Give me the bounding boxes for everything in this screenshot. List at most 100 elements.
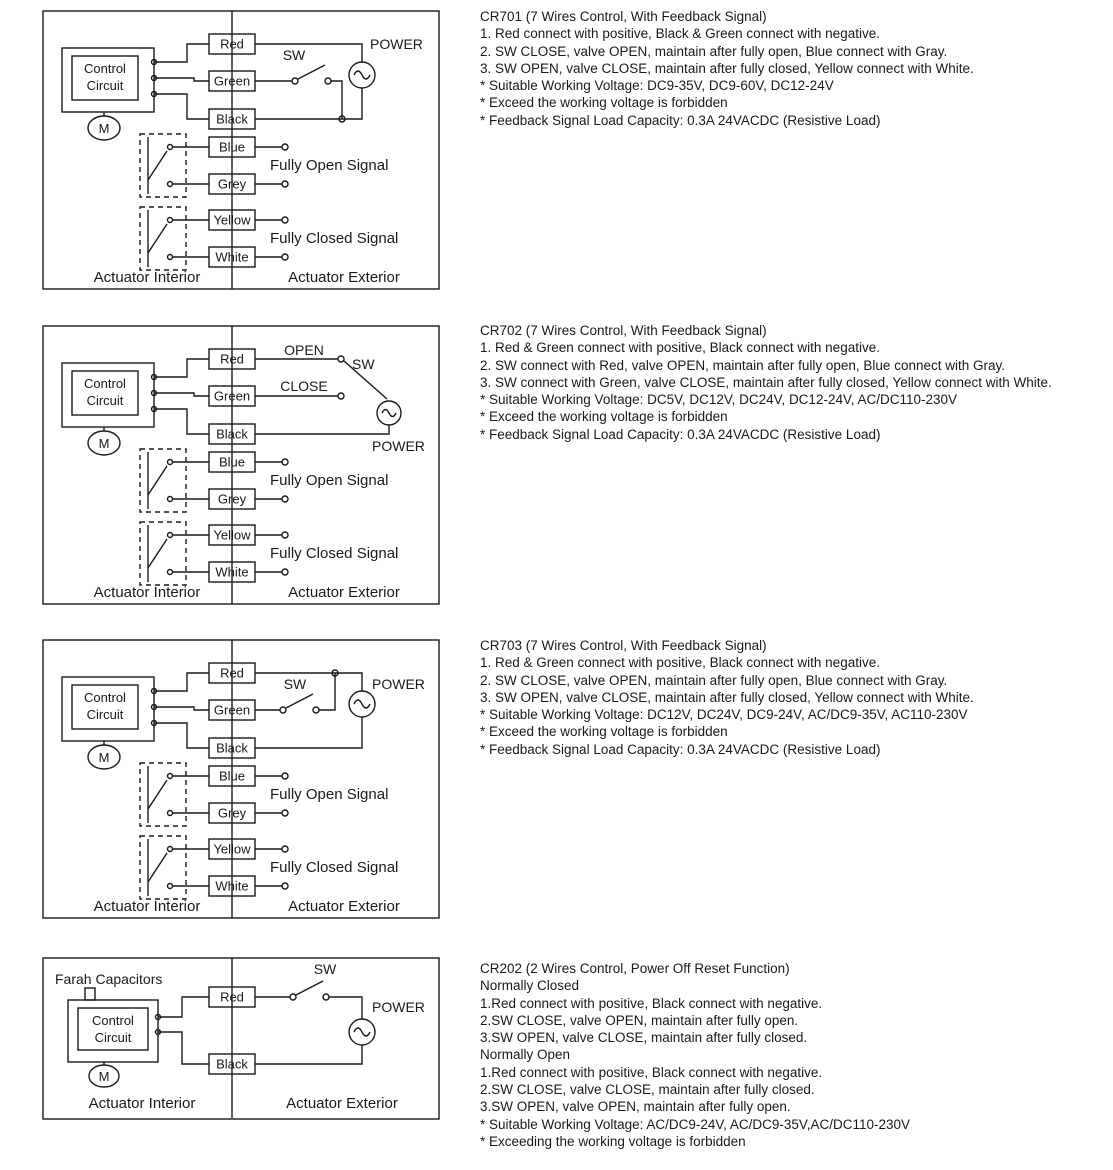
sw-label: SW	[314, 961, 337, 977]
control-label: Control	[84, 690, 126, 705]
sw-switch-symbol	[337, 355, 388, 400]
diagram-frame	[42, 325, 440, 605]
note-line: 3. SW OPEN, valve CLOSE, maintain after …	[480, 60, 974, 76]
farah-capacitors-label: Farah Capacitors	[55, 971, 162, 987]
fully-open-signal-label: Fully Open Signal	[270, 157, 388, 174]
diagram-frame	[42, 957, 440, 1120]
wire-label-white: White	[215, 565, 248, 580]
actuator-exterior-label: Actuator Exterior	[288, 898, 400, 915]
close-label: CLOSE	[280, 378, 327, 394]
fully-closed-limit-switch	[139, 835, 209, 900]
wires	[154, 669, 363, 890]
wire-label-black: Black	[216, 1057, 248, 1072]
power-source-symbol	[348, 690, 376, 718]
wire-label-boxes	[208, 986, 256, 1075]
wire-label-green: Green	[214, 74, 250, 89]
wire-label-yellow: Yellow	[213, 528, 251, 543]
wire-label-green: Green	[214, 389, 250, 404]
farah-capacitor-symbol	[84, 987, 96, 1001]
notes-cr202: CR202 (2 Wires Control, Power Off Reset …	[480, 960, 1110, 1150]
note-line: Normally Closed	[480, 978, 580, 994]
wiring-diagram-cr703: Control Circuit M Red Green Black Blue G…	[42, 639, 440, 919]
wire-label-black: Black	[216, 741, 248, 756]
note-line: 2. SW CLOSE, valve OPEN, maintain after …	[480, 43, 948, 59]
wires	[158, 996, 363, 1065]
note-line: 1. Red & Green connect with positive, Bl…	[480, 340, 880, 356]
power-source-symbol	[348, 61, 376, 89]
power-label: POWER	[370, 36, 423, 52]
note-line: 1.Red connect with positive, Black conne…	[480, 995, 823, 1011]
fully-closed-signal-label: Fully Closed Signal	[270, 230, 398, 247]
wire-label-yellow: Yellow	[213, 842, 251, 857]
wire-label-boxes	[208, 33, 256, 268]
motor-label: M	[99, 121, 110, 136]
wire-label-grey: Grey	[218, 177, 247, 192]
power-label: POWER	[372, 438, 425, 454]
fully-open-signal-label: Fully Open Signal	[270, 472, 388, 489]
wire-label-red: Red	[220, 990, 244, 1005]
note-line: 3. SW OPEN, valve CLOSE, maintain after …	[480, 689, 974, 705]
diagram-text-labels: Control Circuit M Red Green Black Blue G…	[84, 36, 423, 286]
open-label: OPEN	[284, 342, 324, 358]
note-line: 2.SW CLOSE, valve OPEN, maintain after f…	[480, 1012, 799, 1028]
power-source-symbol	[348, 1018, 376, 1046]
actuator-interior-label: Actuator Interior	[94, 269, 201, 286]
fully-open-signal-label: Fully Open Signal	[270, 786, 388, 803]
diagram-frame	[42, 639, 440, 919]
wire-label-blue: Blue	[219, 769, 245, 784]
circuit-label: Circuit	[87, 78, 124, 93]
note-line: * Suitable Working Voltage: DC12V, DC24V…	[480, 707, 968, 723]
power-label: POWER	[372, 676, 425, 692]
note-line: 2. SW connect with Red, valve OPEN, main…	[480, 357, 1005, 373]
diagram-frame	[42, 10, 440, 290]
control-circuit-block	[61, 47, 158, 141]
fully-closed-signal-label: Fully Closed Signal	[270, 545, 398, 562]
motor-label: M	[99, 436, 110, 451]
actuator-interior-label: Actuator Interior	[89, 1095, 196, 1112]
wiring-diagram-cr702: Control Circuit M Red Green Black Blue G…	[42, 325, 440, 605]
fully-closed-limit-switch	[139, 206, 209, 271]
sw-switch-symbol	[291, 64, 332, 85]
diagram-text-labels: Control Circuit M Red Green Black Blue G…	[84, 342, 425, 601]
notes-cr703: CR703 (7 Wires Control, With Feedback Si…	[480, 637, 1110, 758]
control-label: Control	[84, 376, 126, 391]
wiring-diagram-cr202: Farah Capacitors Control Circuit M Red B…	[42, 957, 440, 1120]
note-line: 1. Red connect with positive, Black & Gr…	[480, 26, 880, 42]
note-line: * Suitable Working Voltage: DC5V, DC12V,…	[480, 392, 958, 408]
note-line: * Suitable Working Voltage: AC/DC9-24V, …	[480, 1116, 910, 1132]
note-line: 3. SW connect with Green, valve CLOSE, m…	[480, 374, 1052, 390]
sw-label: SW	[284, 676, 307, 692]
wire-label-black: Black	[216, 112, 248, 127]
actuator-exterior-label: Actuator Exterior	[288, 269, 400, 286]
fully-closed-signal-label: Fully Closed Signal	[270, 859, 398, 876]
wire-label-black: Black	[216, 427, 248, 442]
note-line: * Feedback Signal Load Capacity: 0.3A 24…	[480, 426, 881, 442]
notes-title: CR702 (7 Wires Control, With Feedback Si…	[480, 323, 767, 338]
motor-label: M	[99, 750, 110, 765]
wire-label-white: White	[215, 250, 248, 265]
control-label: Control	[92, 1013, 134, 1028]
wire-label-red: Red	[220, 37, 244, 52]
note-line: 1. Red & Green connect with positive, Bl…	[480, 655, 880, 671]
power-source-symbol	[376, 400, 402, 426]
wire-label-blue: Blue	[219, 140, 245, 155]
note-line: 2.SW CLOSE, valve CLOSE, maintain after …	[480, 1082, 815, 1098]
note-line: * Exceeding the working voltage is forbi…	[480, 1133, 746, 1149]
wire-label-white: White	[215, 879, 248, 894]
fully-closed-limit-switch	[139, 521, 209, 586]
note-line: * Feedback Signal Load Capacity: 0.3A 24…	[480, 112, 881, 128]
fully-open-limit-switch	[139, 762, 209, 827]
note-line: Normally Open	[480, 1047, 571, 1063]
sw-label: SW	[283, 47, 306, 63]
wires	[154, 43, 363, 261]
control-circuit-block	[67, 999, 162, 1088]
notes-title: CR701 (7 Wires Control, With Feedback Si…	[480, 9, 767, 24]
note-line: * Feedback Signal Load Capacity: 0.3A 24…	[480, 741, 881, 757]
circuit-label: Circuit	[87, 707, 124, 722]
notes-title: CR202 (2 Wires Control, Power Off Reset …	[480, 961, 790, 976]
note-line: * Exceed the working voltage is forbidde…	[480, 409, 728, 425]
sw-switch-symbol	[289, 980, 330, 1001]
wire-label-boxes	[208, 662, 256, 897]
fully-open-limit-switch	[139, 448, 209, 513]
motor-label: M	[99, 1069, 110, 1084]
